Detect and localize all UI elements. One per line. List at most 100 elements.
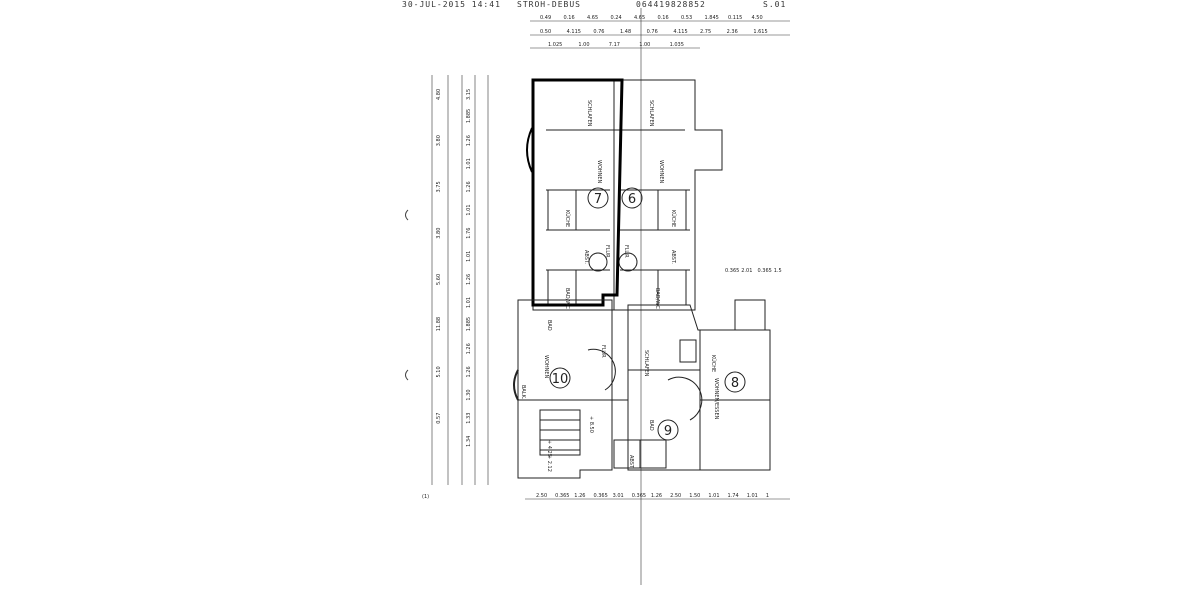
unit-marker-circle (549, 367, 571, 389)
lower-building-block (513, 299, 771, 479)
upper-building-block (532, 79, 723, 311)
room-label: SCHLAFEN (648, 100, 654, 127)
unit-number: 7 (594, 192, 602, 207)
room-label: KÜCHE (710, 355, 717, 372)
dimension-label: 0.57 (436, 413, 442, 424)
dimension-label: 1.00 (639, 42, 650, 48)
room-label: WOHNEN (596, 160, 602, 184)
dimension-label: 4.115 (567, 29, 581, 35)
room-label: KÜCHE (670, 210, 677, 227)
level-marks: + 8.50+ 4.25+ 2.12 (546, 416, 594, 472)
unit-number: 10 (552, 372, 569, 387)
dimension-label: 11.88 (436, 317, 442, 331)
room-label: BAD/WC (564, 288, 570, 309)
room-label: WOHNEN (543, 355, 549, 379)
dimension-label: 3.01 (613, 493, 624, 499)
dimension-label: 1.33 (466, 413, 472, 424)
dimension-label: 2.01 (741, 268, 752, 274)
dimension-label: 1.01 (466, 204, 472, 215)
dimension-label: 0.16 (564, 15, 575, 21)
dimension-label: 0.365 (758, 268, 772, 274)
dimension-label: 4.65 (634, 15, 645, 21)
dimension-label: 1.00 (578, 42, 589, 48)
room-labels: SCHLAFEN WOHNEN KÜCHE ABST. BAD/WC FLUR SCHLAF… (520, 100, 719, 469)
dimension-label: 1.26 (651, 493, 662, 499)
dimension-label: 0.76 (593, 29, 604, 35)
dimension-label: 0.365 (555, 493, 569, 499)
dimension-label: 1.48 (620, 29, 631, 35)
dimension-label: 1.34 (466, 436, 472, 447)
fax-page: S.01 (763, 0, 787, 9)
dimension-label: 1.01 (747, 493, 758, 499)
dimension-label: 1.50 (689, 493, 700, 499)
dimension-label: 4.115 (673, 29, 687, 35)
dimension-label: 2.36 (727, 29, 738, 35)
dimension-label: 4.80 (436, 89, 442, 100)
room-label: BAD/WC (654, 288, 660, 309)
room-label: ABST. (628, 455, 634, 469)
dimension-label: 1.01 (708, 493, 719, 499)
unit-marker-circle (724, 371, 746, 393)
dimension-label: 0.365 (593, 493, 607, 499)
dimension-label: 1.26 (466, 366, 472, 377)
room-label: SCHLAFEN (643, 350, 649, 377)
room-label: KÜCHE (564, 210, 571, 227)
dimension-label: 1 (766, 493, 769, 499)
margin-mark: (1) (422, 494, 429, 500)
unit-marker-circle (621, 187, 643, 209)
dimension-label: 1.74 (728, 493, 739, 499)
dimension-label: 1.26 (466, 274, 472, 285)
dimension-label: 3.15 (466, 89, 472, 100)
dimension-label: 1.035 (670, 42, 684, 48)
unit-number: 8 (731, 376, 739, 391)
dimension-label: 2.75 (700, 29, 711, 35)
margin-tick (405, 209, 409, 221)
dimension-label: 0.16 (658, 15, 669, 21)
dimension-label: 1.26 (466, 135, 472, 146)
dimension-label: 1.01 (466, 251, 472, 262)
dimension-label: 1.01 (466, 297, 472, 308)
room-label: BALK. (520, 385, 526, 400)
dimension-label: 1.76 (466, 228, 472, 239)
dimension-label: 5.10 (436, 366, 442, 377)
dimension-label: 1.615 (753, 29, 767, 35)
dimension-label: 0.365 (725, 268, 739, 274)
dimension-label: 3.75 (436, 181, 442, 192)
dimension-label: 2.50 (536, 493, 547, 499)
margin-tick (405, 369, 409, 381)
room-label: BAD (546, 320, 552, 331)
dimension-label: 1.26 (466, 343, 472, 354)
room-label: FLUR (600, 345, 606, 358)
room-label: SCHLAFEN (586, 100, 592, 127)
dimension-label: 0.365 (632, 493, 646, 499)
dimension-label: 0.53 (681, 15, 692, 21)
dimension-label: 1.30 (466, 389, 472, 400)
dimension-label: 1.885 (466, 317, 472, 331)
dimension-label: 1.26 (466, 181, 472, 192)
bay-window (526, 127, 533, 173)
dimension-label: 3.80 (436, 228, 442, 239)
room-label: FLUR (604, 245, 610, 258)
left-dimension-inner: 3.151.8851.261.011.261.011.761.011.261.0… (466, 89, 472, 447)
dimension-label: 1.845 (705, 15, 719, 21)
room-label: ABST. (670, 250, 676, 264)
unit-number: 6 (628, 192, 636, 207)
left-dimension-chains (431, 75, 489, 485)
unit-marker-circle (587, 187, 609, 209)
dimension-label: 0.50 (540, 29, 551, 35)
level-mark: + 2.12 (546, 455, 552, 472)
dimension-label: 1.5 (774, 268, 782, 274)
dimension-label: 5.60 (436, 274, 442, 285)
dimension-label: 1.025 (548, 42, 562, 48)
fax-datetime: 30-JUL-2015 14:41 (402, 0, 501, 9)
dimension-label: 4.50 (752, 15, 763, 21)
level-mark: + 8.50 (588, 416, 594, 433)
room-label: BAD (648, 420, 654, 431)
